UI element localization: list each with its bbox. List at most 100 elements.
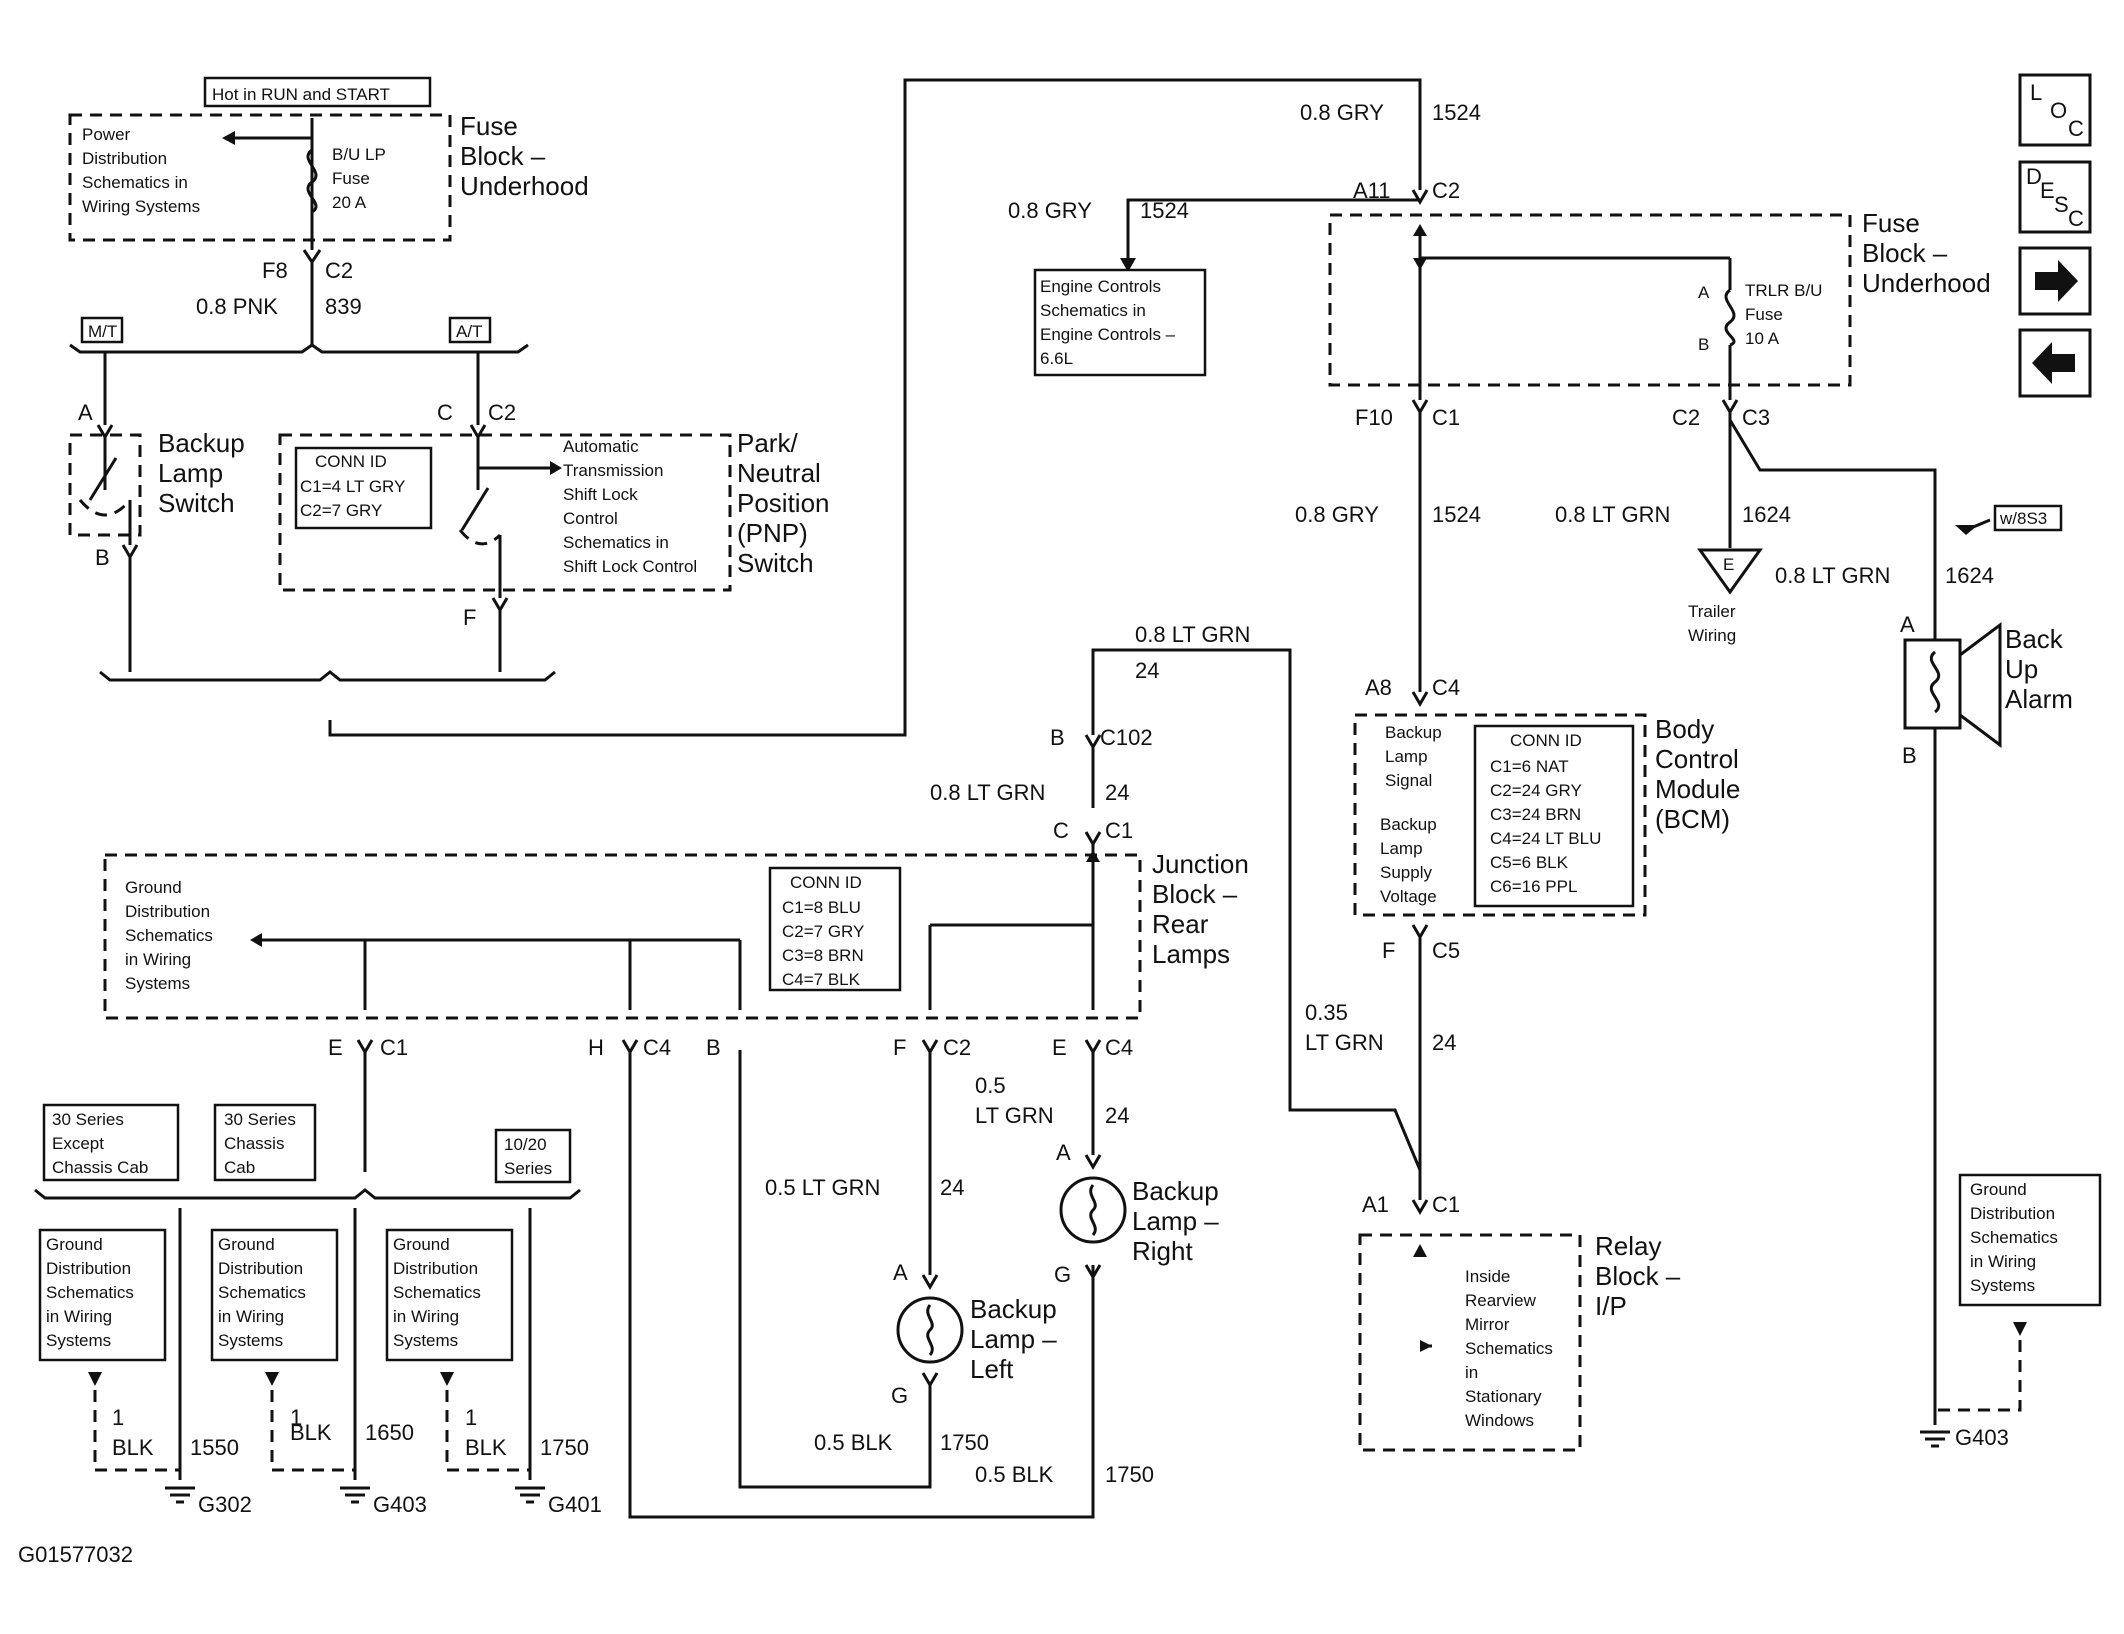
conn-c102: C102	[1100, 725, 1153, 750]
wire-gry-top: 0.8 GRY	[1300, 100, 1384, 125]
svg-text:Schematics: Schematics	[1970, 1228, 2058, 1247]
junction-conn-id: CONN ID C1=8 BLU C2=7 GRY C3=8 BRN C4=7 …	[782, 873, 864, 989]
shift-lock-ref: Automatic Transmission Shift Lock Contro…	[563, 437, 697, 576]
svg-text:Block –: Block –	[1152, 879, 1238, 909]
fuse-block-underhood-right-title: Fuse Block – Underhood	[1862, 208, 1991, 298]
power-distribution-ref: Power Distribution Schematics in Wiring …	[82, 125, 200, 216]
svg-text:Module: Module	[1655, 774, 1740, 804]
svg-text:Ground: Ground	[46, 1235, 103, 1254]
svg-text:C5=6 BLK: C5=6 BLK	[1490, 853, 1569, 872]
svg-text:Left: Left	[970, 1354, 1014, 1384]
svg-text:C3=8 BRN: C3=8 BRN	[782, 946, 864, 965]
ground-icon	[340, 1486, 370, 1504]
svg-text:G302: G302	[198, 1492, 252, 1517]
svg-text:BLK: BLK	[112, 1435, 154, 1460]
pin-c2: C2	[1672, 405, 1700, 430]
series-tag-30-except: 30 Series Except Chassis Cab	[52, 1110, 148, 1177]
connectors	[96, 189, 1739, 1388]
ground-box-2: Ground Distribution Schematics in Wiring…	[218, 1235, 306, 1350]
back-button[interactable]	[2018, 328, 2092, 398]
ground-symbols	[165, 1430, 1950, 1504]
svg-text:Schematics: Schematics	[1465, 1339, 1553, 1358]
svg-text:Underhood: Underhood	[1862, 268, 1991, 298]
lamp-left-title: Backup Lamp – Left	[970, 1294, 1057, 1384]
circuit-24-mid: 24	[1105, 780, 1129, 805]
bcm-box	[1353, 713, 1647, 917]
svg-text:I/P: I/P	[1595, 1291, 1627, 1321]
wire-gry-bcm: 0.8 GRY	[1295, 502, 1379, 527]
svg-text:Chassis Cab: Chassis Cab	[52, 1158, 148, 1177]
svg-text:Ground: Ground	[218, 1235, 275, 1254]
svg-text:Wiring Systems: Wiring Systems	[82, 197, 200, 216]
svg-text:C: C	[2068, 116, 2084, 141]
svg-text:Lamps: Lamps	[1152, 939, 1230, 969]
svg-text:D: D	[2026, 164, 2042, 189]
conn-e-c1: C1	[380, 1035, 408, 1060]
svg-text:Block –: Block –	[1862, 238, 1948, 268]
svg-text:Ground: Ground	[125, 878, 182, 897]
forward-button[interactable]	[2018, 246, 2092, 316]
circuit-24-right: 24	[1105, 1103, 1129, 1128]
ground-g401-wire: 1 BLK 1750 G401	[465, 1405, 602, 1517]
ground-ref-arrows	[88, 1322, 2027, 1386]
ground-box-1: Ground Distribution Schematics in Wiring…	[46, 1235, 134, 1350]
svg-text:Schematics: Schematics	[125, 926, 213, 945]
bcm-supply-label: Backup Lamp Supply Voltage	[1380, 815, 1437, 906]
svg-text:C4=24 LT BLU: C4=24 LT BLU	[1490, 829, 1601, 848]
svg-text:20 A: 20 A	[332, 193, 367, 212]
wire-ltgrn-05-left: 0.5 LT GRN	[765, 1175, 880, 1200]
svg-text:L: L	[2030, 80, 2042, 105]
engine-controls-ref: Engine Controls Schematics in Engine Con…	[1040, 277, 1176, 368]
svg-text:CONN ID: CONN ID	[1510, 731, 1582, 750]
svg-text:Lamp: Lamp	[1385, 747, 1428, 766]
svg-text:Automatic: Automatic	[563, 437, 639, 456]
lamp-left-pin-a: A	[893, 1260, 908, 1285]
back-up-alarm-title: Back Up Alarm	[2005, 624, 2073, 714]
svg-text:CONN ID: CONN ID	[315, 452, 387, 471]
svg-text:S: S	[2054, 192, 2069, 217]
svg-text:1650: 1650	[365, 1420, 414, 1445]
hot-label: Hot in RUN and START	[212, 85, 390, 104]
svg-text:1: 1	[112, 1405, 124, 1430]
fuse-block-underhood-left-title: Fuse Block – Underhood	[460, 111, 589, 201]
fuse-block-underhood-right-box	[1328, 213, 1852, 387]
wire-ltgrn-035: LT GRN	[1305, 1030, 1384, 1055]
svg-text:Control: Control	[563, 509, 618, 528]
desc-button[interactable]: D E S C	[2018, 160, 2092, 234]
svg-text:Shift Lock: Shift Lock	[563, 485, 638, 504]
trailer-symbol: E	[1723, 555, 1734, 574]
svg-text:in Wiring: in Wiring	[125, 950, 191, 969]
svg-text:1: 1	[465, 1405, 477, 1430]
svg-text:in Wiring: in Wiring	[393, 1307, 459, 1326]
trlr-fuse-pin-b: B	[1698, 335, 1709, 354]
svg-text:(BCM): (BCM)	[1655, 804, 1730, 834]
svg-text:in Wiring: in Wiring	[46, 1307, 112, 1326]
switch-dashed-links	[78, 499, 502, 546]
svg-text:C: C	[2068, 206, 2084, 231]
circuit-1624-alarm: 1624	[1945, 563, 1994, 588]
ground-icon	[165, 1486, 195, 1504]
svg-text:30 Series: 30 Series	[224, 1110, 296, 1129]
circuit-1624-trailer: 1624	[1742, 502, 1791, 527]
wire-ltgrn-24-top: 0.8 LT GRN	[1135, 622, 1250, 647]
svg-text:CONN ID: CONN ID	[790, 873, 862, 892]
svg-text:10 A: 10 A	[1745, 329, 1780, 348]
lamp-left-pin-g: G	[891, 1383, 908, 1408]
wire-size-05: 0.5	[975, 1073, 1006, 1098]
svg-text:BLK: BLK	[290, 1420, 332, 1445]
circuit-1750-left-lamp: 1750	[940, 1430, 989, 1455]
svg-text:Cab: Cab	[224, 1158, 255, 1177]
svg-text:Control: Control	[1655, 744, 1739, 774]
svg-text:Engine Controls –: Engine Controls –	[1040, 325, 1176, 344]
loc-button[interactable]: L O C	[2018, 73, 2092, 147]
svg-text:E: E	[2040, 178, 2055, 203]
circuit-24-left: 24	[940, 1175, 964, 1200]
svg-text:Schematics: Schematics	[218, 1283, 306, 1302]
svg-text:Distribution: Distribution	[218, 1259, 303, 1278]
svg-text:Signal: Signal	[1385, 771, 1432, 790]
lamp-right-pin-a: A	[1056, 1140, 1071, 1165]
pin-f-c5: F	[1382, 938, 1395, 963]
svg-text:G401: G401	[548, 1492, 602, 1517]
svg-text:Inside: Inside	[1465, 1267, 1510, 1286]
